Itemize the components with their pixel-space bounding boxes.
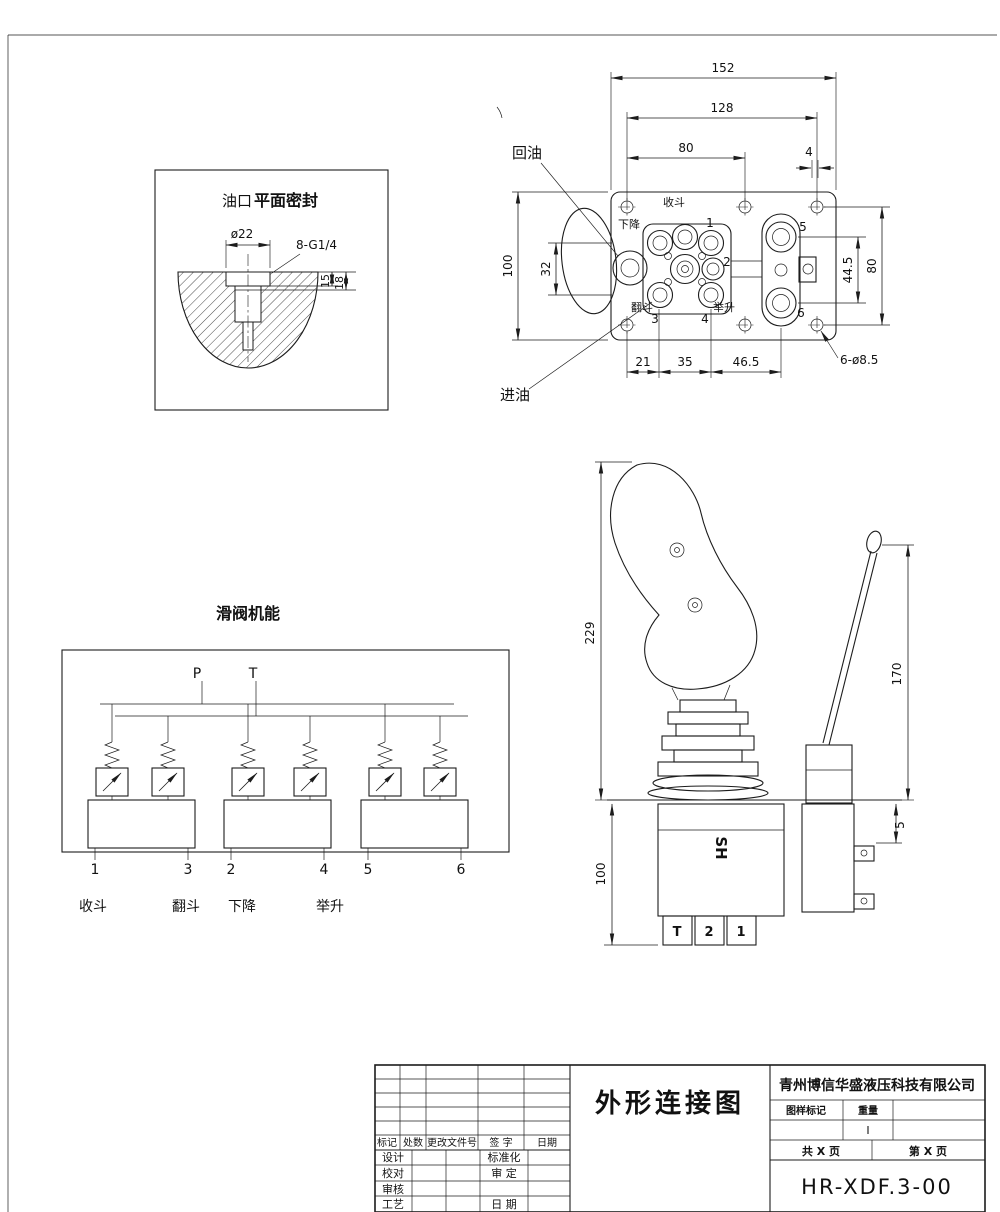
drawing-number: HR-XDF.3-00	[801, 1175, 953, 1199]
spool-number-6: 6	[457, 862, 466, 878]
spool-number-1: 1	[91, 862, 100, 878]
dim-4: 4	[805, 145, 813, 159]
dim-5: 5	[893, 821, 907, 829]
brand-mark: SH	[712, 836, 730, 859]
top-view: 收斗 下降 翻斗 举升 1 2 3 4 5 6 回油 进油 152 128 80…	[500, 61, 890, 404]
dim-229: 229	[583, 622, 597, 645]
detail-frame	[154, 169, 389, 411]
role-process: 工艺	[382, 1198, 404, 1211]
pages-total: 共 X 页	[802, 1144, 840, 1158]
port-number-5: 5	[799, 220, 807, 234]
rev-header-count: 处数	[403, 1136, 423, 1149]
dim-80-right: 80	[865, 258, 879, 273]
role-design: 设计	[382, 1151, 404, 1164]
dim-100-side: 100	[594, 863, 608, 886]
dim-diameter: ø22	[231, 227, 254, 241]
title-block: 标记 处数 更改文件号 签 字 日期 设计 校对 审核 工艺 标准化 审 定 日…	[374, 1064, 986, 1212]
spool-number-3: 3	[184, 862, 193, 878]
port-number-1: 1	[706, 216, 714, 230]
function-bucket-tip: 翻斗	[172, 899, 200, 915]
function-lower: 下降	[228, 899, 256, 915]
schematic-title: 滑阀机能	[216, 604, 280, 623]
company-name: 青州博信华盛液压科技有限公司	[779, 1077, 975, 1094]
dim-depth-18: 18	[333, 276, 346, 290]
side-port-1: 1	[736, 925, 745, 940]
label-lower: 下降	[618, 217, 640, 231]
dim-depth-15: 15	[319, 274, 332, 288]
dim-35: 35	[677, 355, 692, 369]
dim-44-5: 44.5	[841, 257, 855, 284]
schematic-frame	[61, 649, 510, 853]
label-inlet-oil: 进油	[500, 386, 530, 404]
role-approve: 审 定	[491, 1166, 517, 1180]
rev-header-date: 日期	[537, 1137, 557, 1149]
work-ports	[646, 223, 725, 309]
spool-number-4: 4	[320, 862, 329, 878]
spool-symbols	[95, 704, 457, 800]
port-number-3: 3	[651, 312, 659, 326]
bellows	[647, 684, 769, 801]
side-port-2: 2	[704, 925, 713, 940]
role-check: 校对	[382, 1166, 404, 1180]
dim-32: 32	[539, 261, 553, 276]
label-bucket-tip: 翻斗	[631, 300, 653, 314]
dim-46-5: 46.5	[733, 355, 760, 369]
dim-100-top-view: 100	[501, 255, 515, 278]
port-number-6: 6	[797, 306, 805, 320]
drawing-title: 外形连接图	[595, 1089, 745, 1119]
role-review: 审核	[382, 1182, 404, 1196]
p-port-label: P	[193, 666, 201, 682]
rev-header-mark: 标记	[377, 1137, 397, 1149]
dim-21: 21	[635, 355, 650, 369]
t-port-label: T	[248, 666, 258, 682]
relief-valve-assembly	[731, 213, 817, 327]
port-number-4: 4	[701, 312, 709, 326]
role-standard: 标准化	[488, 1150, 521, 1164]
dim-80-top: 80	[678, 141, 693, 155]
mounting-holes	[618, 198, 826, 334]
label-lift: 举升	[713, 300, 735, 314]
mounting-plate	[610, 191, 837, 341]
detail-title-prefix: 油口	[222, 192, 252, 210]
function-lift: 举升	[316, 899, 344, 915]
role-date: 日 期	[491, 1198, 517, 1211]
weight-header: 重量	[858, 1104, 878, 1117]
spool-number-2: 2	[227, 862, 236, 878]
detail-title-main: 平面密封	[254, 191, 318, 210]
label-return-oil: 回油	[512, 144, 542, 162]
rev-header-doc: 更改文件号	[427, 1136, 477, 1149]
function-bucket-in: 收斗	[79, 899, 107, 915]
hand-lever	[801, 530, 882, 913]
valve-sections	[87, 799, 469, 860]
side-port-t: T	[673, 925, 682, 940]
rev-header-sign: 签 字	[489, 1136, 512, 1149]
stage-mark: I	[866, 1124, 869, 1137]
valve-body-top	[642, 223, 732, 315]
handle-outline-top	[560, 207, 618, 315]
valve-body-side	[657, 803, 785, 946]
return-port-circle	[612, 250, 648, 286]
holes-note: 6-ø8.5	[840, 353, 878, 367]
dim-152: 152	[712, 61, 735, 75]
stray-tick	[496, 106, 503, 119]
joystick-handle	[610, 462, 758, 690]
page-number: 第 X 页	[909, 1144, 947, 1158]
side-view: SH T 2 1 229 100 170	[583, 461, 914, 946]
port-number-2: 2	[723, 255, 731, 269]
seal-detail-view: 油口 平面密封 ø22 8-G1/4 15 18	[154, 169, 389, 411]
dim-thread: 8-G1/4	[296, 238, 337, 252]
sheet-border	[7, 34, 997, 1212]
label-bucket-in: 收斗	[663, 195, 685, 209]
spool-number-5: 5	[364, 862, 373, 878]
hydraulic-schematic: 滑阀机能 P T	[61, 604, 510, 915]
dim-128: 128	[711, 101, 734, 115]
stamp-header: 图样标记	[786, 1104, 826, 1117]
dim-170: 170	[890, 663, 904, 686]
